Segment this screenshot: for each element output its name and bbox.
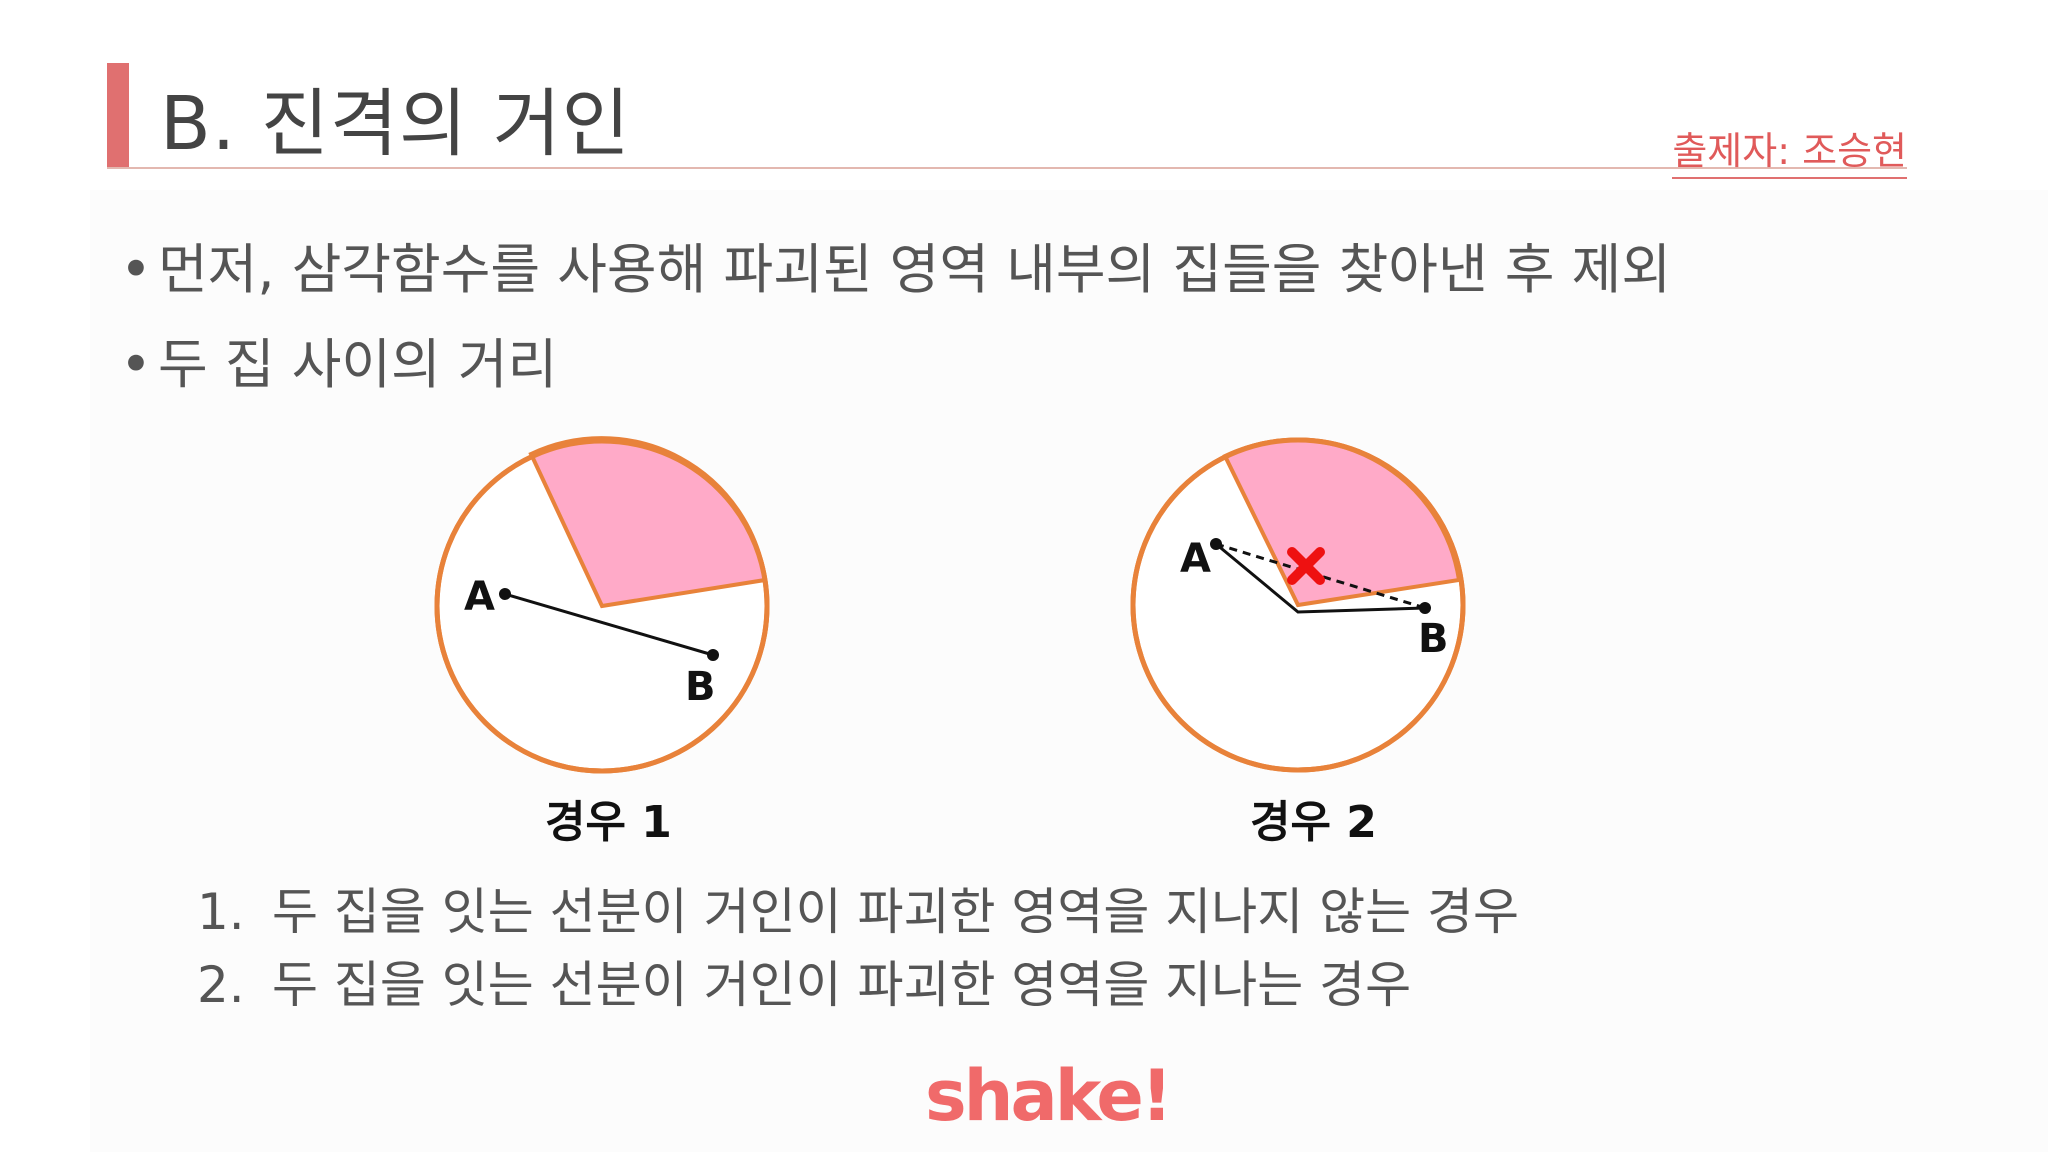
case1-diagram: A B — [434, 436, 770, 774]
point-a — [499, 588, 511, 600]
x-mark-icon — [1287, 547, 1325, 585]
case2-label: 경우 2 — [1250, 797, 1377, 848]
bullet-item: •먼저, 삼각함수를 사용해 파괴된 영역 내부의 집들을 찾아낸 후 제외 — [120, 225, 1671, 304]
bullet-marker: • — [120, 238, 152, 301]
case2-diagram: A B — [1130, 437, 1466, 773]
point-b — [707, 649, 719, 661]
slide-background — [90, 190, 2048, 1152]
point-a-label: A — [464, 574, 495, 620]
point-b-label: B — [1418, 616, 1449, 662]
title-accent-bar — [107, 63, 129, 169]
author-credit: 출제자: 조승현 — [1672, 120, 1907, 179]
list-text: 두 집을 잇는 선분이 거인이 파괴한 영역을 지나는 경우 — [272, 956, 1412, 1014]
bullet-text: 먼저, 삼각함수를 사용해 파괴된 영역 내부의 집들을 찾아낸 후 제외 — [158, 238, 1672, 301]
point-a-label: A — [1180, 536, 1211, 582]
list-number: 1. — [197, 883, 245, 941]
shake-logo: shake! — [925, 1055, 1173, 1137]
bullet-text: 두 집 사이의 거리 — [158, 333, 558, 396]
circle-outline — [434, 438, 770, 774]
page-title: B. 진격의 거인 — [160, 81, 631, 167]
case1-label: 경우 1 — [545, 797, 672, 848]
bullet-marker: • — [120, 333, 152, 396]
list-item: 2. 두 집을 잇는 선분이 거인이 파괴한 영역을 지나는 경우 — [197, 945, 1411, 1017]
list-text: 두 집을 잇는 선분이 거인이 파괴한 영역을 지나지 않는 경우 — [272, 883, 1520, 941]
point-a — [1210, 538, 1222, 550]
segment-ab-dashed — [1215, 542, 1426, 610]
circle-outline — [1130, 437, 1466, 773]
list-item: 1. 두 집을 잇는 선분이 거인이 파괴한 영역을 지나지 않는 경우 — [197, 872, 1519, 944]
path-around-center — [1215, 542, 1426, 614]
point-b-label: B — [685, 664, 716, 710]
bullet-item: •두 집 사이의 거리 — [120, 320, 557, 399]
segment-ab — [504, 592, 714, 657]
point-b — [1419, 602, 1431, 614]
list-number: 2. — [197, 956, 245, 1014]
title-divider — [107, 167, 1907, 169]
